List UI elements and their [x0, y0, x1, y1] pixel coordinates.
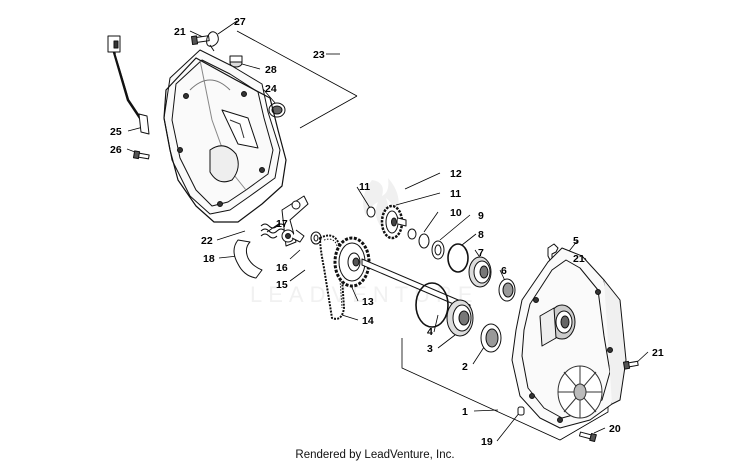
callout: 20 — [609, 423, 621, 435]
callout: 26 — [110, 144, 122, 156]
callout: 1 — [462, 406, 468, 418]
washer-9 — [431, 240, 445, 260]
callout: 11 — [359, 181, 370, 193]
gasket-22 — [163, 57, 287, 223]
hose-18 — [233, 239, 263, 279]
seal-2 — [480, 323, 502, 353]
callout: 28 — [265, 64, 277, 76]
callout: 5 — [573, 235, 579, 247]
callout: 11 — [450, 188, 461, 200]
callout: 27 — [234, 16, 246, 28]
callout-labels: 27 21 23 28 24 25 26 22 18 17 16 15 11 1… — [110, 16, 664, 448]
callout: 3 — [427, 343, 433, 355]
inner-case-1 — [511, 247, 627, 429]
callout: 15 — [276, 279, 288, 291]
callout: 10 — [450, 207, 462, 219]
callout: 22 — [201, 235, 213, 247]
callout: 2 — [462, 361, 468, 373]
chain-14 — [319, 234, 345, 320]
seal-24 — [268, 102, 286, 118]
callout: 23 — [313, 49, 325, 61]
callout: 7 — [478, 247, 484, 259]
seal-6 — [498, 278, 516, 302]
grommet-28 — [229, 55, 243, 68]
callout: 21 — [573, 253, 585, 265]
spring-17 — [260, 223, 286, 239]
clip-27 — [206, 31, 219, 52]
callout: 21 — [652, 347, 664, 359]
oring-8 — [447, 243, 469, 273]
cable-25 — [107, 35, 150, 135]
bolt-21-lower — [622, 360, 639, 370]
callout: 17 — [276, 218, 288, 230]
callout: 16 — [276, 262, 288, 274]
bearing-7 — [468, 256, 492, 288]
parts — [107, 31, 639, 443]
callout: 14 — [362, 315, 374, 327]
callout: 6 — [501, 265, 507, 277]
pin-19 — [517, 406, 525, 416]
callout: 9 — [478, 210, 484, 222]
oring-4 — [415, 282, 449, 328]
sprocket-13 — [333, 236, 371, 288]
callout: 19 — [481, 436, 493, 448]
gear-12 — [380, 204, 407, 240]
callout: 24 — [265, 83, 277, 95]
rendered-by-caption: Rendered by LeadVenture, Inc. — [295, 449, 455, 461]
callout: 8 — [478, 229, 484, 241]
callout: 21 — [174, 26, 186, 38]
outer-cover — [163, 49, 281, 215]
bolt-20 — [578, 431, 597, 443]
callout: 12 — [450, 168, 462, 180]
tensioner-16 — [281, 195, 309, 247]
leader-lines — [126, 20, 649, 442]
snap-ring-11-left — [366, 206, 376, 218]
callout: 13 — [362, 296, 374, 308]
bolt-26 — [132, 150, 150, 160]
callout: 25 — [110, 126, 122, 138]
callout: 18 — [203, 253, 215, 265]
ring-10 — [418, 233, 430, 249]
bearing-3 — [446, 299, 474, 337]
snap-ring-11-right — [407, 228, 417, 240]
callout: 4 — [427, 326, 433, 338]
bolt-21-top — [190, 35, 210, 46]
